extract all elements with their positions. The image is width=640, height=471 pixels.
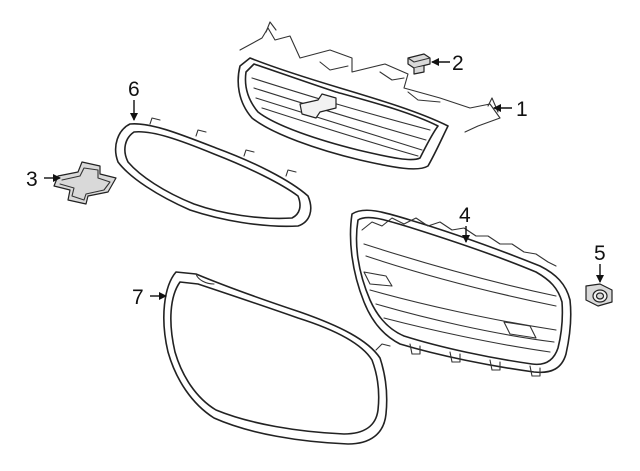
part-4-lower-grille — [349, 209, 572, 377]
callout-4: 4 — [459, 204, 471, 227]
callout-3: 3 — [26, 168, 38, 191]
callout-2: 2 — [452, 52, 464, 75]
part-7-lower-molding — [163, 271, 391, 445]
callout-5: 5 — [594, 242, 606, 265]
part-2-retainer-clip — [407, 53, 431, 75]
part-1-upper-grille — [237, 21, 501, 170]
callout-6: 6 — [128, 78, 140, 101]
part-3-emblem — [53, 161, 117, 205]
callout-1: 1 — [516, 98, 528, 121]
callout-7: 7 — [132, 286, 144, 309]
part-5-sensor — [585, 283, 613, 307]
part-6-upper-molding — [114, 117, 312, 228]
